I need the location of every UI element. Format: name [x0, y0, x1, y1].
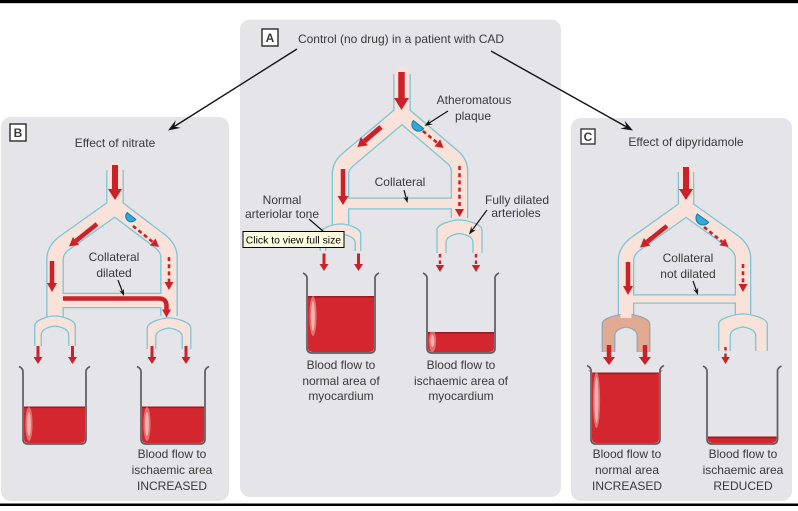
svg-text:ischaemic area: ischaemic area [703, 463, 784, 477]
svg-text:not dilated: not dilated [660, 267, 715, 281]
svg-text:Collateral: Collateral [663, 251, 714, 265]
svg-text:B: B [14, 126, 23, 140]
svg-text:arteriolar tone: arteriolar tone [245, 207, 319, 221]
svg-text:A: A [266, 31, 275, 45]
svg-text:Click to view full size: Click to view full size [246, 236, 341, 247]
svg-text:normal area of: normal area of [302, 374, 380, 388]
svg-text:arterioles: arterioles [491, 206, 540, 220]
svg-text:Blood flow to: Blood flow to [593, 447, 662, 461]
svg-text:ischaemic area: ischaemic area [132, 463, 213, 477]
svg-text:Atheromatous: Atheromatous [437, 93, 512, 107]
svg-text:Fully dilated: Fully dilated [485, 193, 549, 207]
svg-text:Effect of nitrate: Effect of nitrate [75, 136, 156, 150]
svg-text:Normal: Normal [263, 193, 302, 207]
svg-text:normal area: normal area [595, 463, 659, 477]
svg-text:dilated: dilated [96, 266, 131, 280]
svg-text:Collateral: Collateral [89, 250, 140, 264]
svg-text:Blood flow to: Blood flow to [138, 447, 207, 461]
svg-text:INCREASED: INCREASED [137, 479, 207, 493]
svg-text:Blood flow to: Blood flow to [427, 358, 496, 372]
svg-text:Blood flow to: Blood flow to [307, 358, 376, 372]
svg-text:REDUCED: REDUCED [713, 479, 773, 493]
svg-text:myocardium: myocardium [428, 389, 493, 403]
svg-text:C: C [584, 130, 593, 144]
svg-text:Control (no drug) in a patient: Control (no drug) in a patient with CAD [298, 32, 504, 46]
svg-text:Collateral: Collateral [375, 175, 426, 189]
svg-text:ischaemic area of: ischaemic area of [414, 374, 509, 388]
svg-text:Effect of dipyridamole: Effect of dipyridamole [628, 135, 743, 149]
svg-text:myocardium: myocardium [308, 389, 373, 403]
svg-text:INCREASED: INCREASED [592, 479, 662, 493]
svg-text:plaque: plaque [455, 109, 491, 123]
svg-text:Blood flow to: Blood flow to [709, 447, 778, 461]
